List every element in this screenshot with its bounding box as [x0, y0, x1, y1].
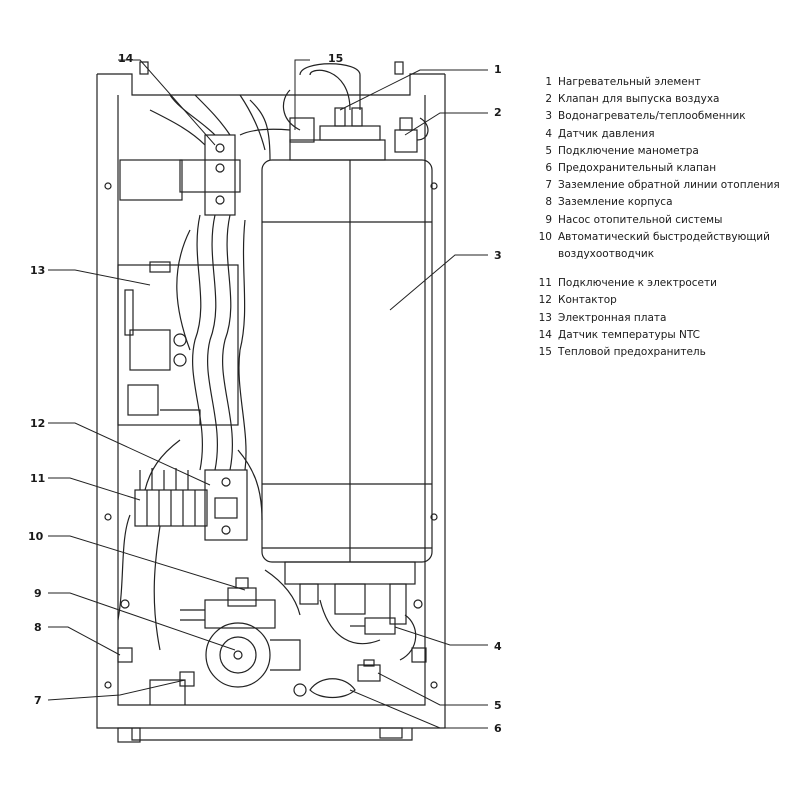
legend-item: 2 Клапан для выпуска воздуха [537, 91, 792, 108]
legend-item: 4 Датчик давления [537, 126, 792, 143]
callout-8: 8 [34, 621, 42, 634]
legend-item: 8 Заземление корпуса [537, 194, 792, 211]
callout-6: 6 [494, 722, 502, 735]
wiring-harness [144, 214, 263, 521]
legend-number: 15 [538, 346, 552, 359]
callout-5: 5 [494, 699, 502, 712]
legend-item: 7 Заземление обратной линии отопления [537, 177, 792, 194]
legend-label: Насос отопительной системы [558, 213, 723, 226]
callout-4: 4 [494, 640, 502, 653]
callout-13: 13 [30, 264, 45, 277]
legend-item: 13 Электронная плата [537, 310, 792, 327]
heat-exchanger [261, 159, 433, 563]
legend-number: 7 [545, 179, 552, 192]
callout-7: 7 [34, 694, 42, 707]
legend-number: 9 [545, 213, 552, 226]
parts-legend: 1 Нагревательный элемент 2 Клапан для вы… [537, 74, 792, 361]
auto-air-vent [227, 569, 301, 616]
legend-label: Электронная плата [558, 311, 667, 324]
callout-10: 10 [28, 530, 44, 543]
callout-2: 2 [494, 106, 502, 119]
legend-number: 6 [545, 162, 552, 175]
legend-number: 12 [538, 294, 552, 307]
callout-15: 15 [328, 52, 343, 65]
circulation-pump [180, 599, 301, 688]
legend-label: Датчик давления [558, 127, 655, 140]
legend-item: 14 Датчик температуры NTC [537, 327, 792, 344]
power-terminal-block [117, 468, 208, 651]
legend-number: 11 [538, 277, 552, 290]
callout-12: 12 [30, 417, 45, 430]
legend-item: 9 Насос отопительной системы [537, 212, 792, 229]
legend-number: 1 [545, 76, 552, 88]
legend-number: 8 [545, 196, 552, 209]
legend-label: Подключение к электросети [558, 277, 717, 290]
electronic-board [117, 261, 239, 426]
legend-number: 4 [545, 127, 552, 140]
legend-label: Тепловой предохранитель [558, 346, 706, 359]
air-release-valve [394, 117, 429, 153]
legend-number: 5 [545, 144, 552, 157]
legend-label: Контактор [558, 294, 617, 307]
safety-valve [293, 678, 356, 699]
return-line-grounding [149, 671, 195, 705]
legend-label: Автоматический быстродействующий воздухо… [558, 230, 770, 261]
legend-number: 13 [538, 311, 552, 324]
manometer-connection [357, 659, 381, 682]
legend-label: Предохранительный клапан [558, 162, 717, 175]
callout-1: 1 [494, 63, 502, 76]
legend-item: 10 Автоматический быстродействующий возд… [537, 229, 792, 263]
legend-item: 1 Нагревательный элемент [537, 74, 792, 91]
legend-label: Нагревательный элемент [558, 76, 701, 88]
legend-label: Датчик температуры NTC [558, 328, 700, 341]
legend-item: 6 Предохранительный клапан [537, 160, 792, 177]
contactor [204, 469, 248, 541]
callout-9: 9 [34, 587, 42, 600]
legend-number: 14 [538, 328, 552, 341]
legend-label: Подключение манометра [558, 144, 699, 157]
housing-grounding [117, 599, 427, 663]
heating-element [282, 63, 386, 161]
legend-item: 12 Контактор [537, 292, 792, 309]
callout-14: 14 [118, 52, 134, 65]
legend-number: 3 [545, 110, 552, 123]
legend-label: Клапан для выпуска воздуха [558, 93, 720, 106]
legend-number: 2 [545, 93, 552, 106]
legend-item: 11 Подключение к электросети [537, 275, 792, 292]
legend-item: 5 Подключение манометра [537, 143, 792, 160]
leader-lines [47, 59, 488, 729]
legend-item: 15 Тепловой предохранитель [537, 344, 792, 361]
legend-item: 3 Водонагреватель/теплообменник [537, 108, 792, 125]
legend-number: 10 [538, 230, 552, 243]
legend-label: Заземление корпуса [558, 196, 673, 209]
pressure-sensor [350, 617, 396, 635]
top-terminal-block [119, 94, 291, 216]
legend-label: Заземление обратной линии отопления [558, 179, 780, 192]
legend-label: Водонагреватель/теплообменник [558, 110, 746, 123]
legend-spacer [537, 263, 792, 275]
bottom-manifold [284, 561, 417, 661]
callout-11: 11 [30, 472, 45, 485]
callout-3: 3 [494, 249, 502, 262]
